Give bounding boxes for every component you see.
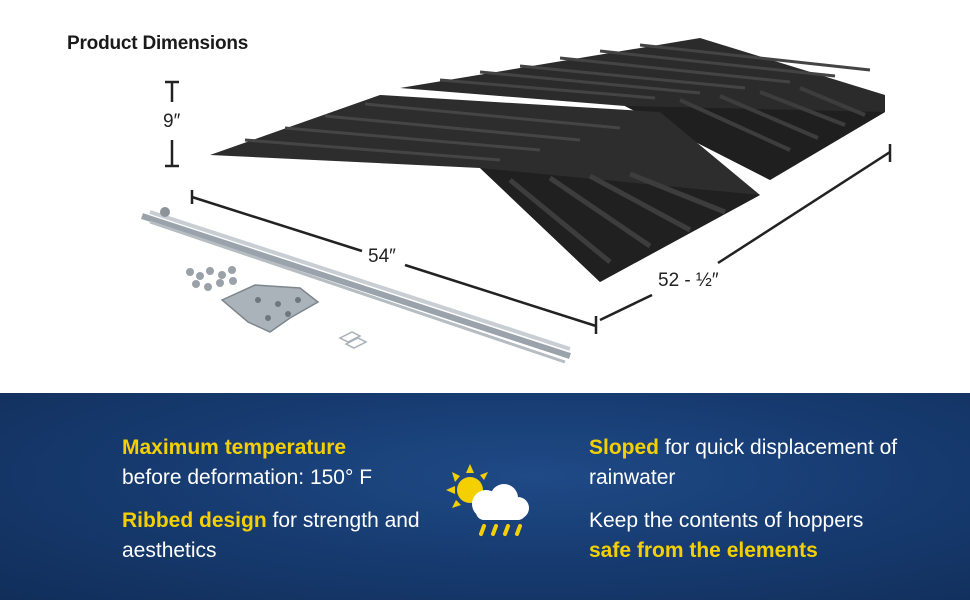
- feature-sloped: Sloped for quick displacement of rainwat…: [589, 433, 929, 493]
- feature-highlight: Maximum temperature: [122, 436, 347, 459]
- feature-text: for quick displacement of rainwater: [589, 436, 898, 489]
- lid-left-panel: [210, 95, 760, 282]
- feature-text: Keep the contents of hoppers: [589, 509, 864, 532]
- height-dimension-label: 9″: [163, 111, 181, 132]
- feature-highlight: Sloped: [589, 436, 660, 459]
- feature-ribbed-design: Ribbed design for strength and aesthetic…: [122, 506, 422, 566]
- dimension-lines: [165, 80, 892, 334]
- sun-cloud-rain-icon: [446, 464, 529, 536]
- page-title: Product Dimensions: [67, 33, 249, 54]
- mounting-hardware: [186, 266, 368, 349]
- product-illustration: [141, 38, 892, 364]
- support-rods: [141, 207, 571, 364]
- lid-right-panel: [400, 38, 885, 180]
- length-dimension-label: 54″: [368, 246, 396, 267]
- product-image-area: Product Dimensions: [67, 33, 892, 364]
- feature-text: for strength and aesthetics: [122, 509, 420, 562]
- feature-highlight: safe from the elements: [589, 539, 818, 562]
- feature-highlight: Ribbed design: [122, 509, 267, 532]
- feature-max-temperature: Maximum temperature before deformation: …: [122, 433, 422, 493]
- depth-dimension-label: 52 - ½″: [658, 270, 719, 291]
- feature-weather-protection: Keep the contents of hoppers safe from t…: [589, 506, 929, 566]
- feature-text: before deformation: 150° F: [122, 466, 373, 489]
